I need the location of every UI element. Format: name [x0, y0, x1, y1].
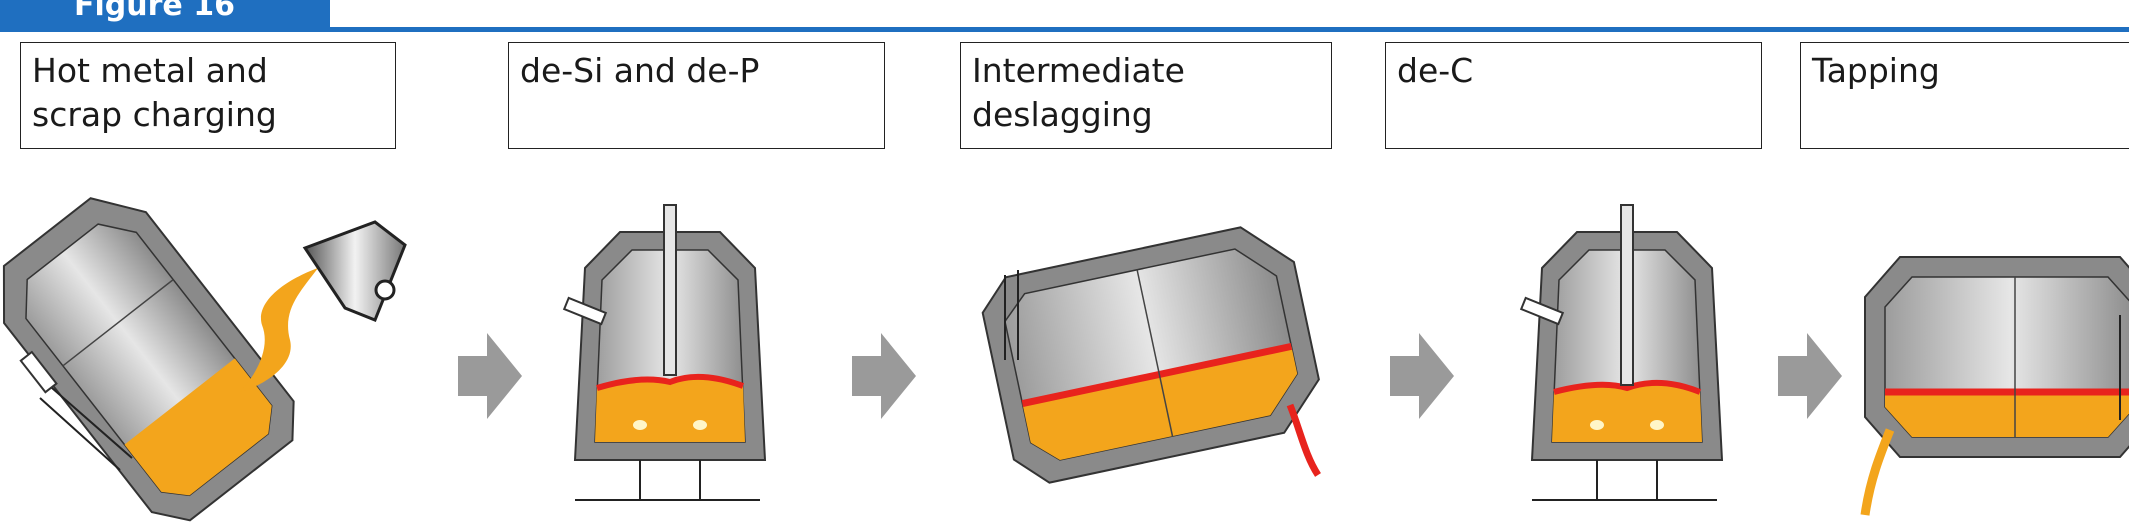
tap-stream — [1860, 428, 1895, 516]
stage-label-desi-dep: de-Si and de-P — [520, 51, 760, 90]
scrap-chute-icon — [302, 220, 407, 322]
stage-label-tapping: Tapping — [1812, 51, 1940, 90]
arrow-right-icon — [1390, 333, 1454, 419]
stage-box-charging: Hot metal and scrap charging — [20, 42, 396, 149]
stage-label-dec: de-C — [1397, 51, 1474, 90]
converter-icon — [981, 226, 1320, 484]
stage-label-deslagging: Intermediate deslagging — [972, 51, 1185, 134]
stage-box-dec: de-C — [1385, 42, 1762, 149]
slag-stream — [1286, 403, 1321, 477]
converter-icon — [2, 197, 295, 522]
arrow-right-icon — [1778, 333, 1842, 419]
figure-label: Figure 16 — [74, 0, 235, 23]
stage-box-tapping: Tapping — [1800, 42, 2129, 149]
header-rule — [0, 27, 2129, 32]
trunnion-base — [1004, 270, 1019, 360]
hot-metal-stream — [240, 268, 318, 392]
arrow-right-icon — [458, 333, 522, 419]
arrow-right-icon — [852, 333, 916, 419]
trunnion-base — [39, 387, 133, 471]
stage-box-deslagging: Intermediate deslagging — [960, 42, 1332, 149]
stage-box-desi-dep: de-Si and de-P — [508, 42, 885, 149]
lance-icon — [663, 204, 677, 376]
figure-tab: Figure 16 — [0, 0, 330, 27]
lance-icon — [1620, 204, 1634, 386]
stage-label-charging: Hot metal and scrap charging — [32, 51, 277, 134]
converter-icon — [1864, 256, 2129, 458]
